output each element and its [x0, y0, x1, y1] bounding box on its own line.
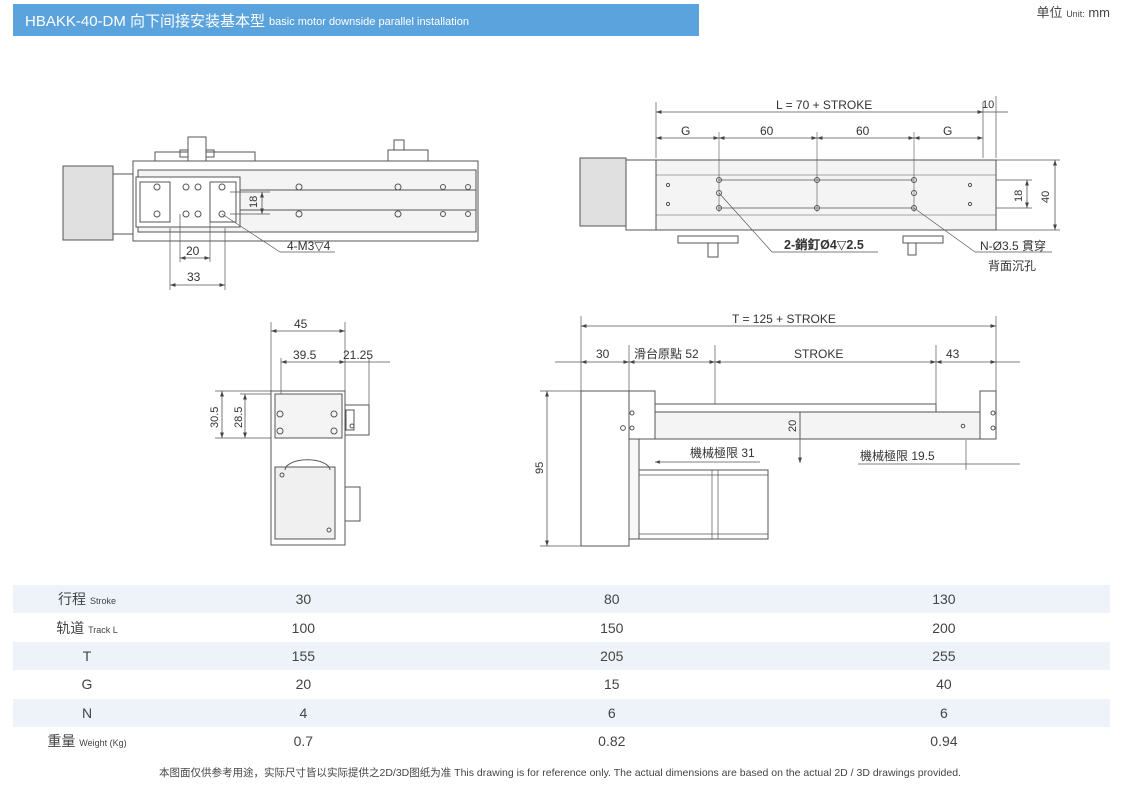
- dim-end-395: 39.5: [293, 348, 317, 362]
- row-label-en: Weight (Kg): [79, 738, 127, 749]
- table-cell: 130: [777, 585, 1110, 614]
- dim-s-stroke: STROKE: [794, 347, 843, 361]
- dim-60a: 60: [760, 124, 774, 138]
- table-cell: 205: [445, 641, 778, 671]
- table-row: 重量 Weight (Kg) 0.7 0.82 0.94: [13, 727, 1110, 755]
- table-cell: 155: [161, 641, 446, 671]
- label-pin: 2-銷釘Ø4▽2.5: [784, 237, 864, 252]
- row-label: 重量 Weight (Kg): [13, 727, 161, 755]
- dim-l-total: L = 70 + STROKE: [776, 98, 872, 112]
- label-hole-a: N-Ø3.5 貫穿: [980, 238, 1046, 253]
- dim-top-18: 18: [248, 196, 260, 208]
- dim-s-20: 20: [787, 420, 799, 432]
- title-bar: HBAKK-40-DM 向下间接安装基本型 basic motor downsi…: [13, 4, 699, 36]
- table-cell: 0.94: [930, 733, 958, 750]
- footer-note: 本图面仅供参考用途，实际尺寸皆以实际提供之2D/3D图纸为准 This draw…: [159, 767, 961, 779]
- row-label: T: [13, 641, 161, 671]
- row-label-cn: 重量: [47, 733, 76, 750]
- row-label: 轨道 Track L: [13, 613, 161, 641]
- table-cell: 15: [603, 676, 620, 693]
- dim-s-43: 43: [946, 347, 960, 361]
- dim-t-total: T = 125 + STROKE: [732, 312, 836, 326]
- table-cell: 0.7: [293, 733, 314, 750]
- table-cell: 20: [295, 676, 312, 693]
- top-view: [62, 136, 479, 290]
- unit-label: 单位 Unit: mm: [1037, 2, 1110, 21]
- dim-end-2125: 21.25: [343, 348, 373, 362]
- table-cell: 80: [445, 585, 778, 614]
- row-label-cn: 行程: [58, 591, 87, 608]
- row-label-cn: 轨道: [56, 619, 85, 636]
- dim-10: 10: [982, 99, 994, 111]
- side-view: [579, 96, 1060, 258]
- unit-value: mm: [1088, 5, 1110, 20]
- technical-drawing: 20 33 18 4-M3▽4: [62, 96, 1060, 547]
- end-view: [215, 322, 390, 546]
- dim-18: 18: [1013, 190, 1025, 202]
- table-cell: 100: [291, 619, 316, 636]
- row-label-en: Track L: [88, 624, 118, 635]
- table-cell: 150: [600, 619, 624, 636]
- row-label-en: Stroke: [89, 596, 116, 607]
- table-row: 轨道 Track L 100 150 200: [13, 613, 1110, 641]
- row-label-cn: N: [81, 704, 93, 721]
- row-label-cn: G: [81, 676, 93, 693]
- table-cell: 6: [777, 698, 1110, 727]
- unit-cn: 单位: [1036, 5, 1063, 20]
- dim-end-285: 28.5: [233, 407, 245, 428]
- table-cell: 255: [777, 641, 1110, 671]
- table-cell: 200: [932, 619, 956, 636]
- front-view: [540, 316, 1020, 547]
- table-row: G 20 15 40: [13, 670, 1110, 698]
- dim-s-lim31: 機械極限 31: [690, 445, 755, 460]
- table-cell: 4: [161, 698, 446, 727]
- dim-end-45: 45: [294, 317, 308, 331]
- dim-s-origin: 滑台原點 52: [634, 346, 699, 361]
- row-label-cn: T: [82, 647, 92, 664]
- dim-g-right: G: [943, 124, 952, 138]
- dim-s-95: 95: [534, 462, 546, 474]
- label-hole-b: 背面沉孔: [988, 259, 1036, 273]
- dim-60b: 60: [856, 124, 870, 138]
- table-cell: 6: [445, 698, 778, 727]
- unit-en: Unit:: [1066, 9, 1085, 19]
- dim-top-33: 33: [187, 270, 201, 284]
- table-cell: 40: [936, 676, 952, 693]
- row-label: N: [13, 698, 161, 727]
- table-cell: 30: [161, 585, 446, 614]
- dim-s-30: 30: [596, 347, 610, 361]
- drawing-subtitle: basic motor downside parallel installati…: [269, 15, 469, 28]
- dim-top-m3: 4-M3▽4: [287, 239, 331, 253]
- row-label: G: [13, 670, 161, 698]
- dim-s-lim195: 機械極限 19.5: [860, 448, 935, 463]
- table-cell: 0.82: [598, 733, 626, 750]
- dim-top-20: 20: [186, 244, 200, 258]
- dim-g-left: G: [681, 124, 690, 138]
- dim-40: 40: [1040, 191, 1052, 203]
- dim-end-305: 30.5: [209, 407, 221, 428]
- row-label: 行程 Stroke: [13, 585, 161, 614]
- drawing-title: HBAKK-40-DM 向下间接安装基本型: [25, 12, 266, 30]
